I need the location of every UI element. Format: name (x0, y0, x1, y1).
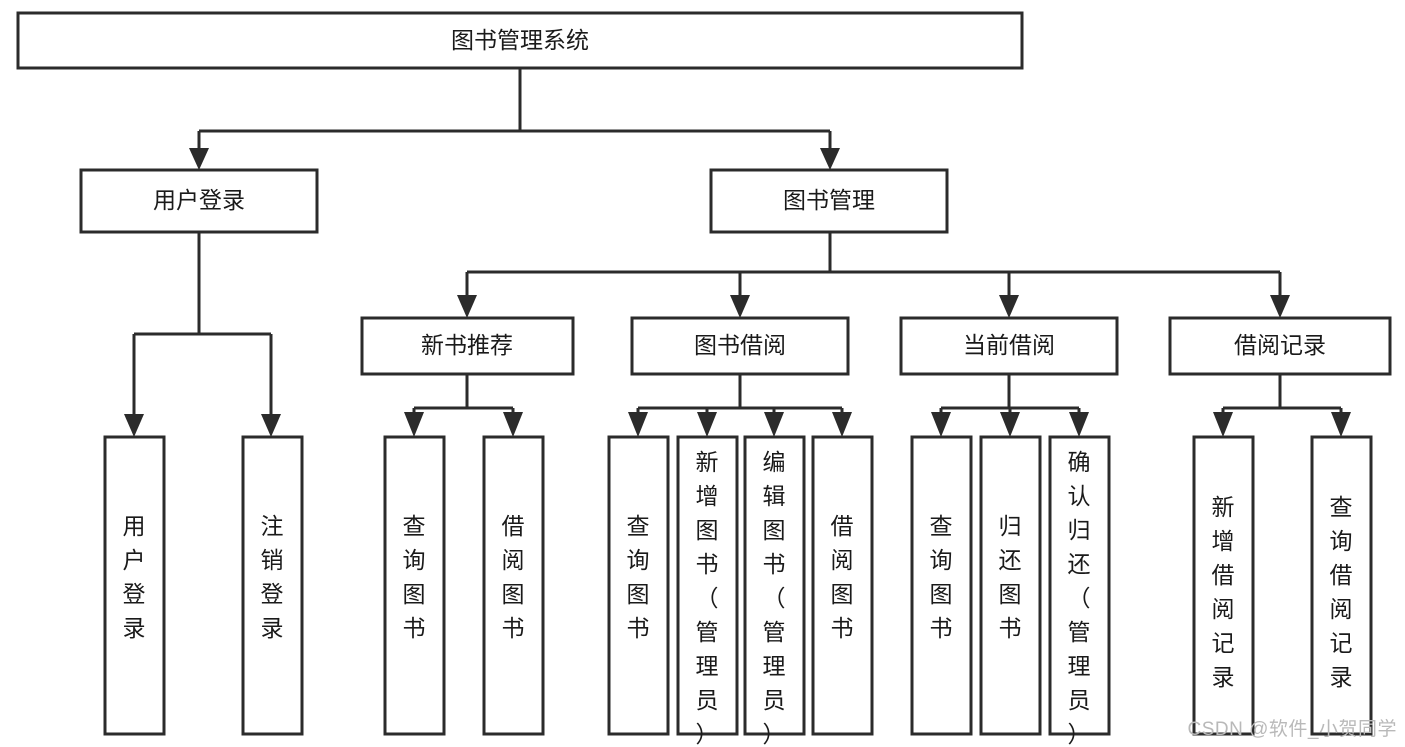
leaf-current-borrow-2[interactable]: 归还图书 (979, 435, 1042, 736)
node-borrow-record[interactable]: 借阅记录 (1168, 316, 1392, 376)
arrow-new-book-leaf-2 (503, 412, 523, 437)
leaf-user-login-2-label: 注销登录 (261, 513, 284, 641)
node-book-borrow-label: 图书借阅 (694, 332, 786, 358)
arrow-book-borrow-leaf-2 (697, 412, 717, 437)
node-user-login-box[interactable] (79, 168, 319, 234)
arrow-user-login-leaf-1 (124, 414, 144, 437)
leaf-current-borrow-1-label: 查询图书 (930, 513, 953, 641)
arrow-borrow-record-leaf-2 (1331, 412, 1351, 437)
leaf-book-borrow-1[interactable]: 查询图书 (607, 435, 670, 736)
leaf-current-borrow-1[interactable]: 查询图书 (910, 435, 973, 736)
node-new-book[interactable]: 新书推荐 (360, 316, 575, 376)
leaf-borrow-record-2-label: 查询借阅记录 (1330, 494, 1353, 690)
leaf-user-login-2-box[interactable] (241, 435, 304, 736)
node-borrow-record-label: 借阅记录 (1234, 332, 1326, 358)
connectors (124, 68, 1351, 437)
node-root-label: 图书管理系统 (451, 27, 589, 53)
node-current-borrow-label: 当前借阅 (963, 332, 1055, 358)
leaf-book-borrow-1-label: 查询图书 (627, 513, 650, 641)
arrow-to-book-borrow (730, 295, 750, 318)
leaf-book-borrow-2-box[interactable] (676, 435, 739, 736)
arrow-borrow-record-leaf-1 (1213, 412, 1233, 437)
node-current-borrow-box[interactable] (899, 316, 1119, 376)
arrow-to-current-borrow (999, 295, 1019, 318)
leaf-book-borrow-2[interactable]: 新增图书（管理员） (676, 435, 739, 747)
arrow-to-new-book (457, 295, 477, 318)
arrow-book-borrow-leaf-4 (832, 412, 852, 437)
leaf-new-book-1[interactable]: 查询图书 (383, 435, 446, 736)
node-current-borrow[interactable]: 当前借阅 (899, 316, 1119, 376)
node-borrow-record-box[interactable] (1168, 316, 1392, 376)
arrow-current-borrow-leaf-3 (1069, 412, 1089, 437)
leaf-book-borrow-4-box[interactable] (811, 435, 874, 736)
leaf-current-borrow-2-box[interactable] (979, 435, 1042, 736)
arrow-user-login-leaf-2 (261, 414, 281, 437)
node-book-manage-box[interactable] (709, 168, 949, 234)
node-root[interactable]: 图书管理系统 (16, 11, 1024, 70)
leaf-user-login-1-box[interactable] (103, 435, 166, 736)
leaf-current-borrow-3-box[interactable] (1048, 435, 1111, 736)
node-book-borrow[interactable]: 图书借阅 (630, 316, 850, 376)
node-new-book-label: 新书推荐 (421, 332, 513, 358)
node-book-borrow-box[interactable] (630, 316, 850, 376)
node-book-manage[interactable]: 图书管理 (709, 168, 949, 234)
arrow-current-borrow-leaf-1 (931, 412, 951, 437)
arrow-root-to-book-manage (820, 148, 840, 170)
arrow-book-borrow-leaf-3 (764, 412, 784, 437)
leaf-current-borrow-2-label: 归还图书 (999, 513, 1022, 641)
leaf-user-login-1-label: 用户登录 (123, 513, 146, 641)
node-book-manage-label: 图书管理 (783, 187, 875, 213)
leaf-borrow-record-1-label: 新增借阅记录 (1212, 494, 1235, 690)
node-root-box[interactable] (16, 11, 1024, 70)
leaf-current-borrow-3-label: 确认归还（管理员） (1068, 449, 1091, 747)
leaf-new-book-1-label: 查询图书 (403, 513, 426, 641)
leaf-book-borrow-1-box[interactable] (607, 435, 670, 736)
node-new-book-box[interactable] (360, 316, 575, 376)
leaf-book-borrow-4[interactable]: 借阅图书 (811, 435, 874, 736)
leaf-book-borrow-3-box[interactable] (743, 435, 806, 736)
arrow-root-to-user-login (189, 148, 209, 170)
leaf-book-borrow-3-label: 编辑图书（管理员） (763, 449, 786, 747)
leaf-borrow-record-2-box[interactable] (1310, 435, 1373, 736)
leaf-book-borrow-4-label: 借阅图书 (831, 513, 854, 641)
leaf-new-book-1-box[interactable] (383, 435, 446, 736)
leaf-book-borrow-2-label: 新增图书（管理员） (696, 449, 719, 747)
leaf-borrow-record-1[interactable]: 新增借阅记录 (1192, 435, 1255, 736)
leaf-new-book-2[interactable]: 借阅图书 (482, 435, 545, 736)
leaf-current-borrow-1-box[interactable] (910, 435, 973, 736)
node-user-login[interactable]: 用户登录 (79, 168, 319, 234)
arrow-to-borrow-record (1270, 295, 1290, 318)
leaf-new-book-2-box[interactable] (482, 435, 545, 736)
arrow-current-borrow-leaf-2 (1000, 412, 1020, 437)
leaf-book-borrow-3[interactable]: 编辑图书（管理员） (743, 435, 806, 747)
leaf-user-login-1[interactable]: 用户登录 (103, 435, 166, 736)
node-user-login-label: 用户登录 (153, 187, 245, 213)
leaf-new-book-2-label: 借阅图书 (502, 513, 525, 641)
leaf-borrow-record-2[interactable]: 查询借阅记录 (1310, 435, 1373, 736)
arrow-book-borrow-leaf-1 (628, 412, 648, 437)
arrow-new-book-leaf-1 (404, 412, 424, 437)
leaf-borrow-record-1-box[interactable] (1192, 435, 1255, 736)
leaf-user-login-2[interactable]: 注销登录 (241, 435, 304, 736)
leaf-current-borrow-3[interactable]: 确认归还（管理员） (1048, 435, 1111, 747)
